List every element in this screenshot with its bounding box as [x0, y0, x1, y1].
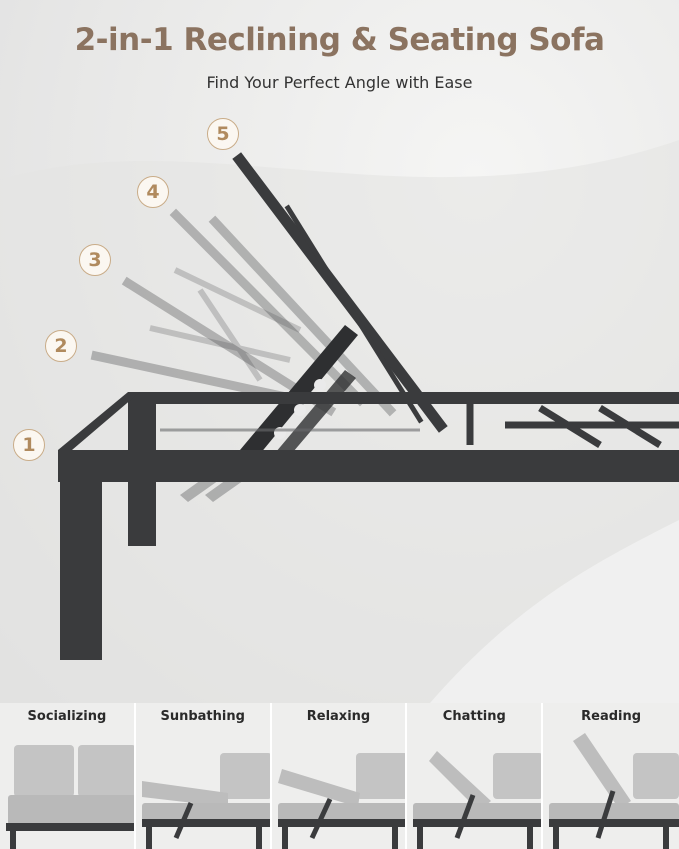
panel-relaxing: Relaxing	[271, 703, 408, 849]
hero-image: 2-in-1 Reclining & Seating Sofa Find You…	[0, 0, 679, 703]
page-title: 2-in-1 Reclining & Seating Sofa	[74, 22, 605, 58]
step-badge-2: 2	[45, 330, 77, 362]
step-badge-4: 4	[137, 176, 169, 208]
panel-reading: Reading	[543, 703, 679, 849]
panel-sunbathing: Sunbathing	[135, 703, 272, 849]
step-badge-3: 3	[79, 244, 111, 276]
sofa-flat-illustration	[141, 753, 270, 849]
recliner-frame-illustration	[58, 152, 679, 660]
step-badge-1: 1	[13, 429, 45, 461]
seat-frame	[58, 392, 679, 660]
main-backrest	[232, 152, 448, 433]
sofa-slight-recline-illustration	[277, 753, 406, 849]
panel-label: Socializing	[27, 709, 107, 724]
position-panels: Socializing Sunbathing Relaxing	[0, 703, 679, 849]
panel-label: Sunbathing	[160, 709, 245, 724]
panel-label: Relaxing	[306, 709, 371, 724]
panel-label: Reading	[581, 709, 642, 724]
page-subtitle: Find Your Perfect Angle with Ease	[206, 73, 473, 92]
sofa-upright-recline-illustration	[549, 733, 679, 849]
panel-socializing: Socializing	[0, 703, 136, 849]
panel-chatting: Chatting	[407, 703, 544, 849]
seat-slats	[466, 396, 679, 448]
panel-label: Chatting	[442, 709, 506, 724]
sofa-mid-recline-illustration	[413, 751, 542, 849]
sofa-upright-illustration	[6, 745, 134, 849]
step-badge-5: 5	[207, 118, 239, 150]
